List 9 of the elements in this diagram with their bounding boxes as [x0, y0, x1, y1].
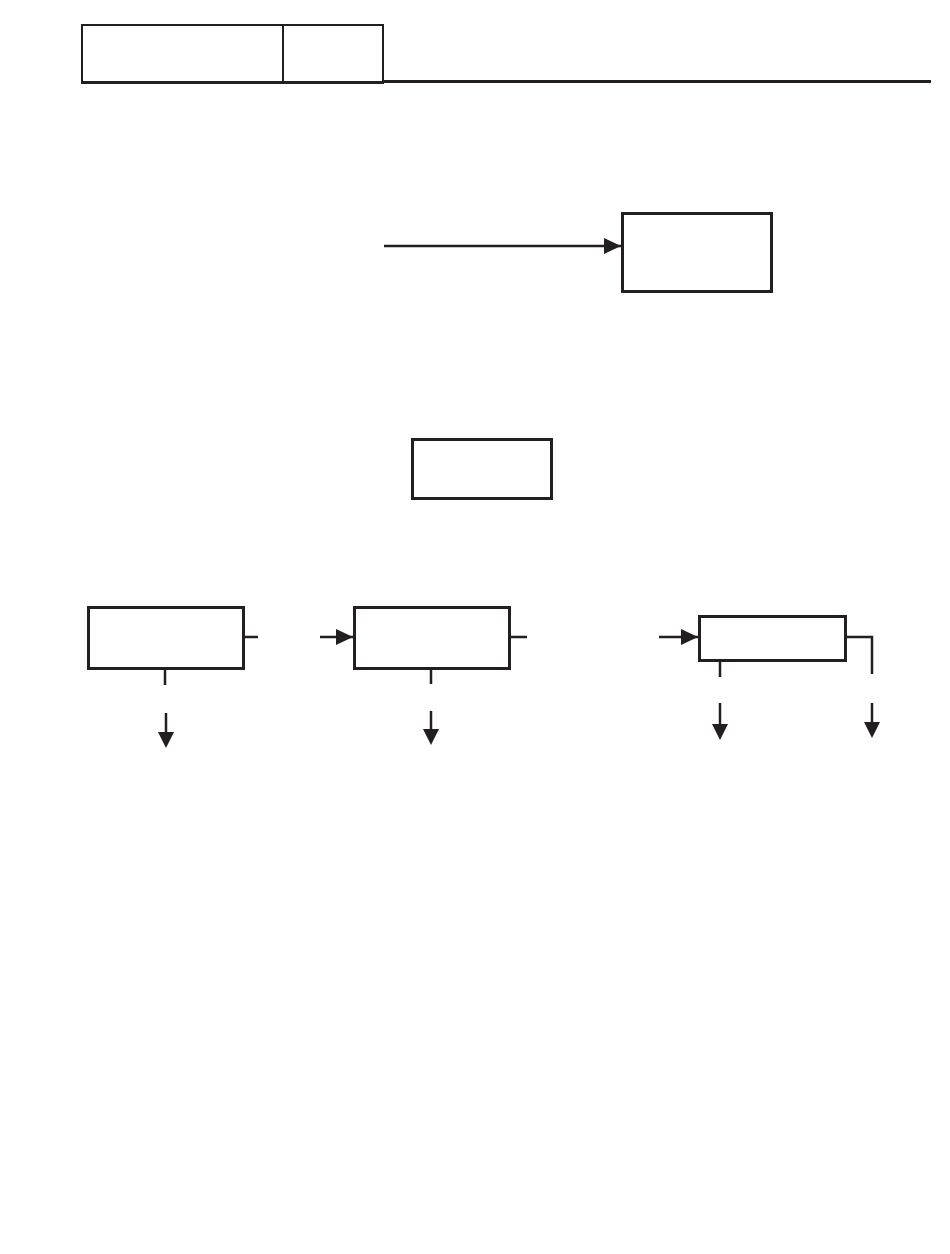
process-box: [621, 212, 773, 293]
process-box: [698, 615, 847, 662]
arrow: [320, 629, 353, 645]
connector-line: [847, 635, 874, 674]
arrow: [384, 238, 621, 254]
process-box: [353, 606, 511, 670]
arrow: [659, 629, 698, 645]
process-box: [87, 606, 245, 670]
process-box: [411, 438, 553, 500]
